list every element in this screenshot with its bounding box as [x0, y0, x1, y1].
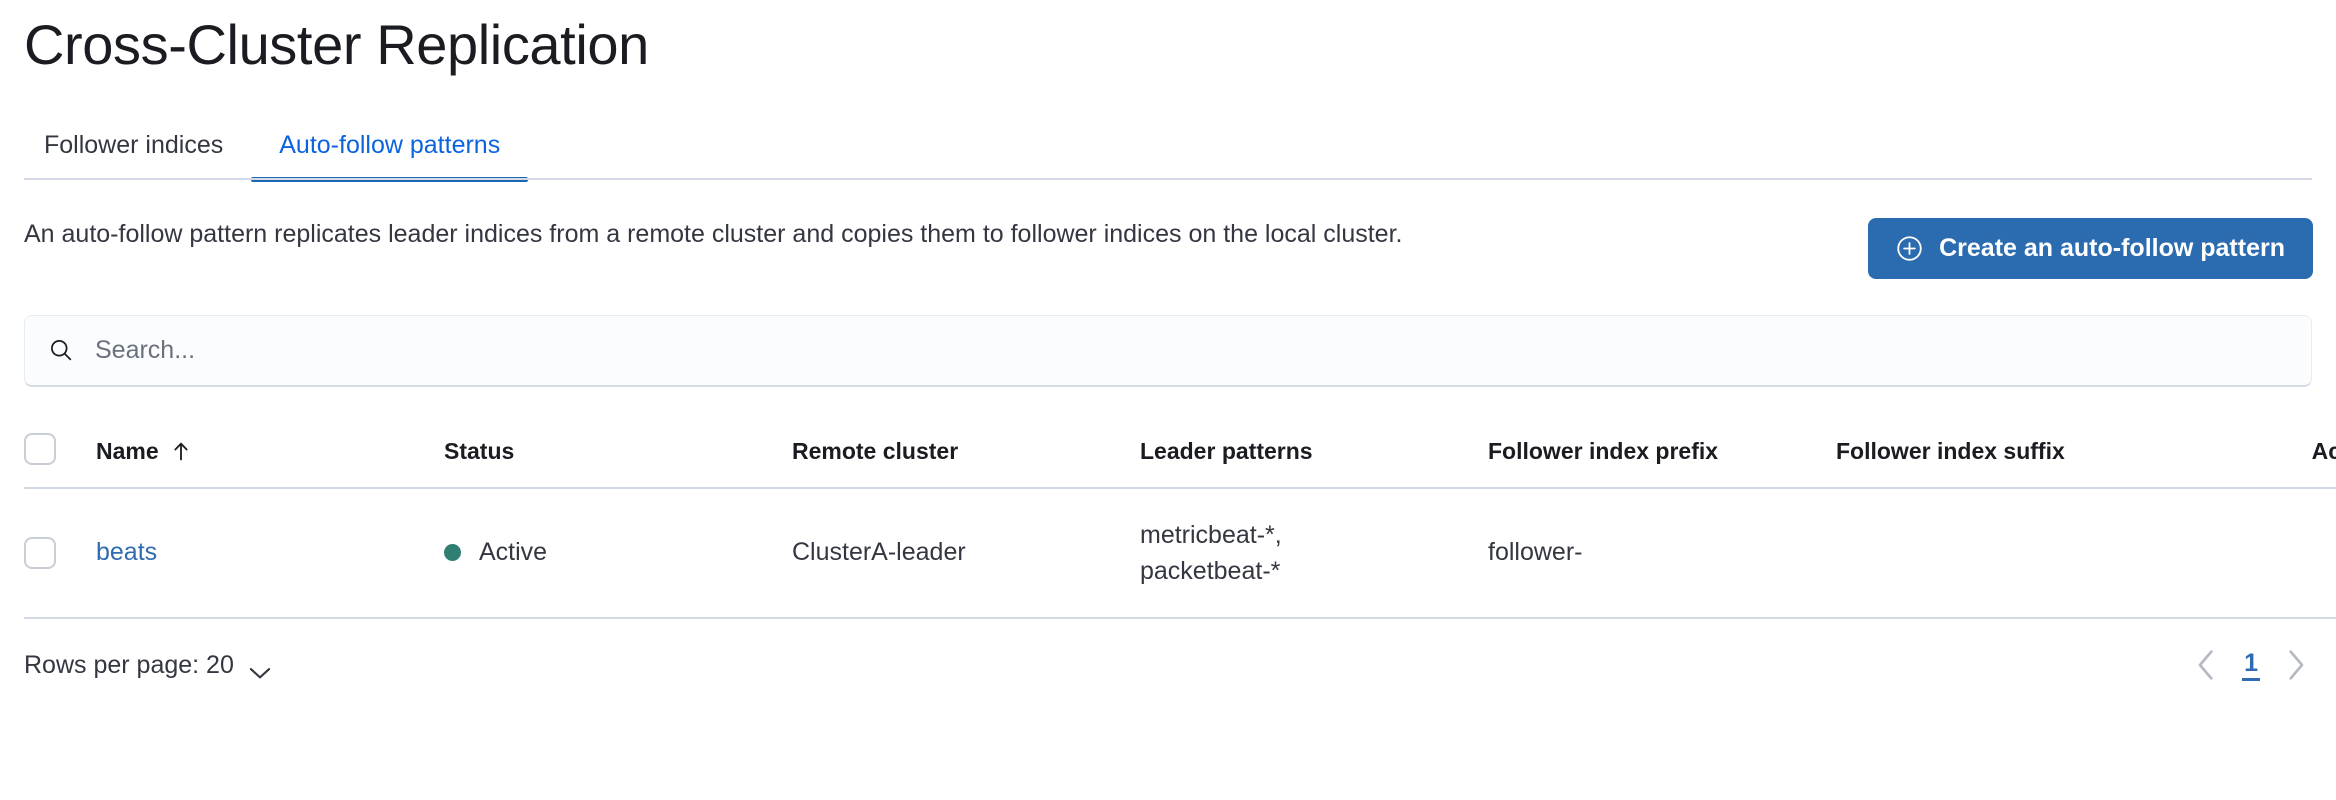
- cell-name: beats: [96, 487, 444, 620]
- auto-follow-patterns-table: Name Status Remote cluster Leader patter…: [24, 432, 2336, 620]
- column-header-remote-cluster[interactable]: Remote cluster: [792, 432, 1140, 489]
- row-select-cell: [24, 487, 96, 620]
- search-input[interactable]: [95, 315, 2289, 385]
- table-header-row: Name Status Remote cluster Leader patter…: [24, 432, 2336, 489]
- cell-actions: [2184, 487, 2336, 620]
- pattern-name-link[interactable]: beats: [96, 538, 158, 567]
- tab-bar: Follower indices Auto-follow patterns: [24, 118, 2312, 182]
- select-all-header: [24, 432, 96, 489]
- column-header-leader-patterns: Leader patterns: [1140, 432, 1488, 489]
- column-header-name[interactable]: Name: [96, 432, 444, 489]
- table-row: beats Active ClusterA-leader metricbeat-…: [24, 487, 2336, 620]
- status-dot-icon: [444, 543, 461, 561]
- tab-follower-indices[interactable]: Follower indices: [24, 132, 251, 180]
- cell-status: Active: [444, 487, 792, 620]
- cell-follower-index-prefix: follower-: [1488, 487, 1836, 620]
- table-footer: Rows per page: 20 1: [24, 649, 2312, 681]
- search-icon: [47, 336, 75, 364]
- column-header-follower-index-suffix: Follower index suffix: [1836, 432, 2184, 489]
- search-bar[interactable]: [24, 314, 2312, 387]
- pagination-page-1[interactable]: 1: [2242, 649, 2260, 681]
- rows-per-page-label: Rows per page: 20: [24, 650, 234, 679]
- column-header-name-label: Name: [96, 437, 159, 464]
- create-auto-follow-pattern-button[interactable]: Create an auto-follow pattern: [1868, 217, 2313, 279]
- sort-up-icon: [171, 440, 191, 462]
- page-title: Cross-Cluster Replication: [24, 13, 649, 76]
- status-label: Active: [479, 537, 548, 566]
- select-all-checkbox[interactable]: [24, 432, 56, 465]
- chevron-left-icon[interactable]: [2196, 649, 2216, 681]
- rows-per-page-selector[interactable]: Rows per page: 20: [24, 651, 272, 680]
- cell-remote-cluster: ClusterA-leader: [792, 487, 1140, 620]
- chevron-right-icon[interactable]: [2286, 649, 2306, 681]
- column-header-follower-index-prefix: Follower index prefix: [1488, 432, 1836, 489]
- row-checkbox[interactable]: [24, 536, 56, 569]
- create-button-label: Create an auto-follow pattern: [1939, 233, 2285, 262]
- sort-by-name[interactable]: Name: [96, 438, 191, 465]
- intro-description: An auto-follow pattern replicates leader…: [24, 219, 1403, 248]
- cell-leader-patterns: metricbeat-*, packetbeat-*: [1140, 487, 1488, 620]
- status-badge: Active: [444, 538, 547, 567]
- tab-divider: [24, 177, 2312, 180]
- column-header-actions: Actions: [2184, 432, 2336, 489]
- intro-row: An auto-follow pattern replicates leader…: [24, 216, 2313, 279]
- tab-auto-follow-patterns[interactable]: Auto-follow patterns: [251, 132, 529, 182]
- plus-in-circle-icon: [1896, 235, 1923, 262]
- column-header-status[interactable]: Status: [444, 432, 792, 489]
- pagination: 1: [2196, 649, 2312, 681]
- chevron-down-icon: [248, 658, 272, 679]
- cell-follower-index-suffix: [1836, 487, 2184, 620]
